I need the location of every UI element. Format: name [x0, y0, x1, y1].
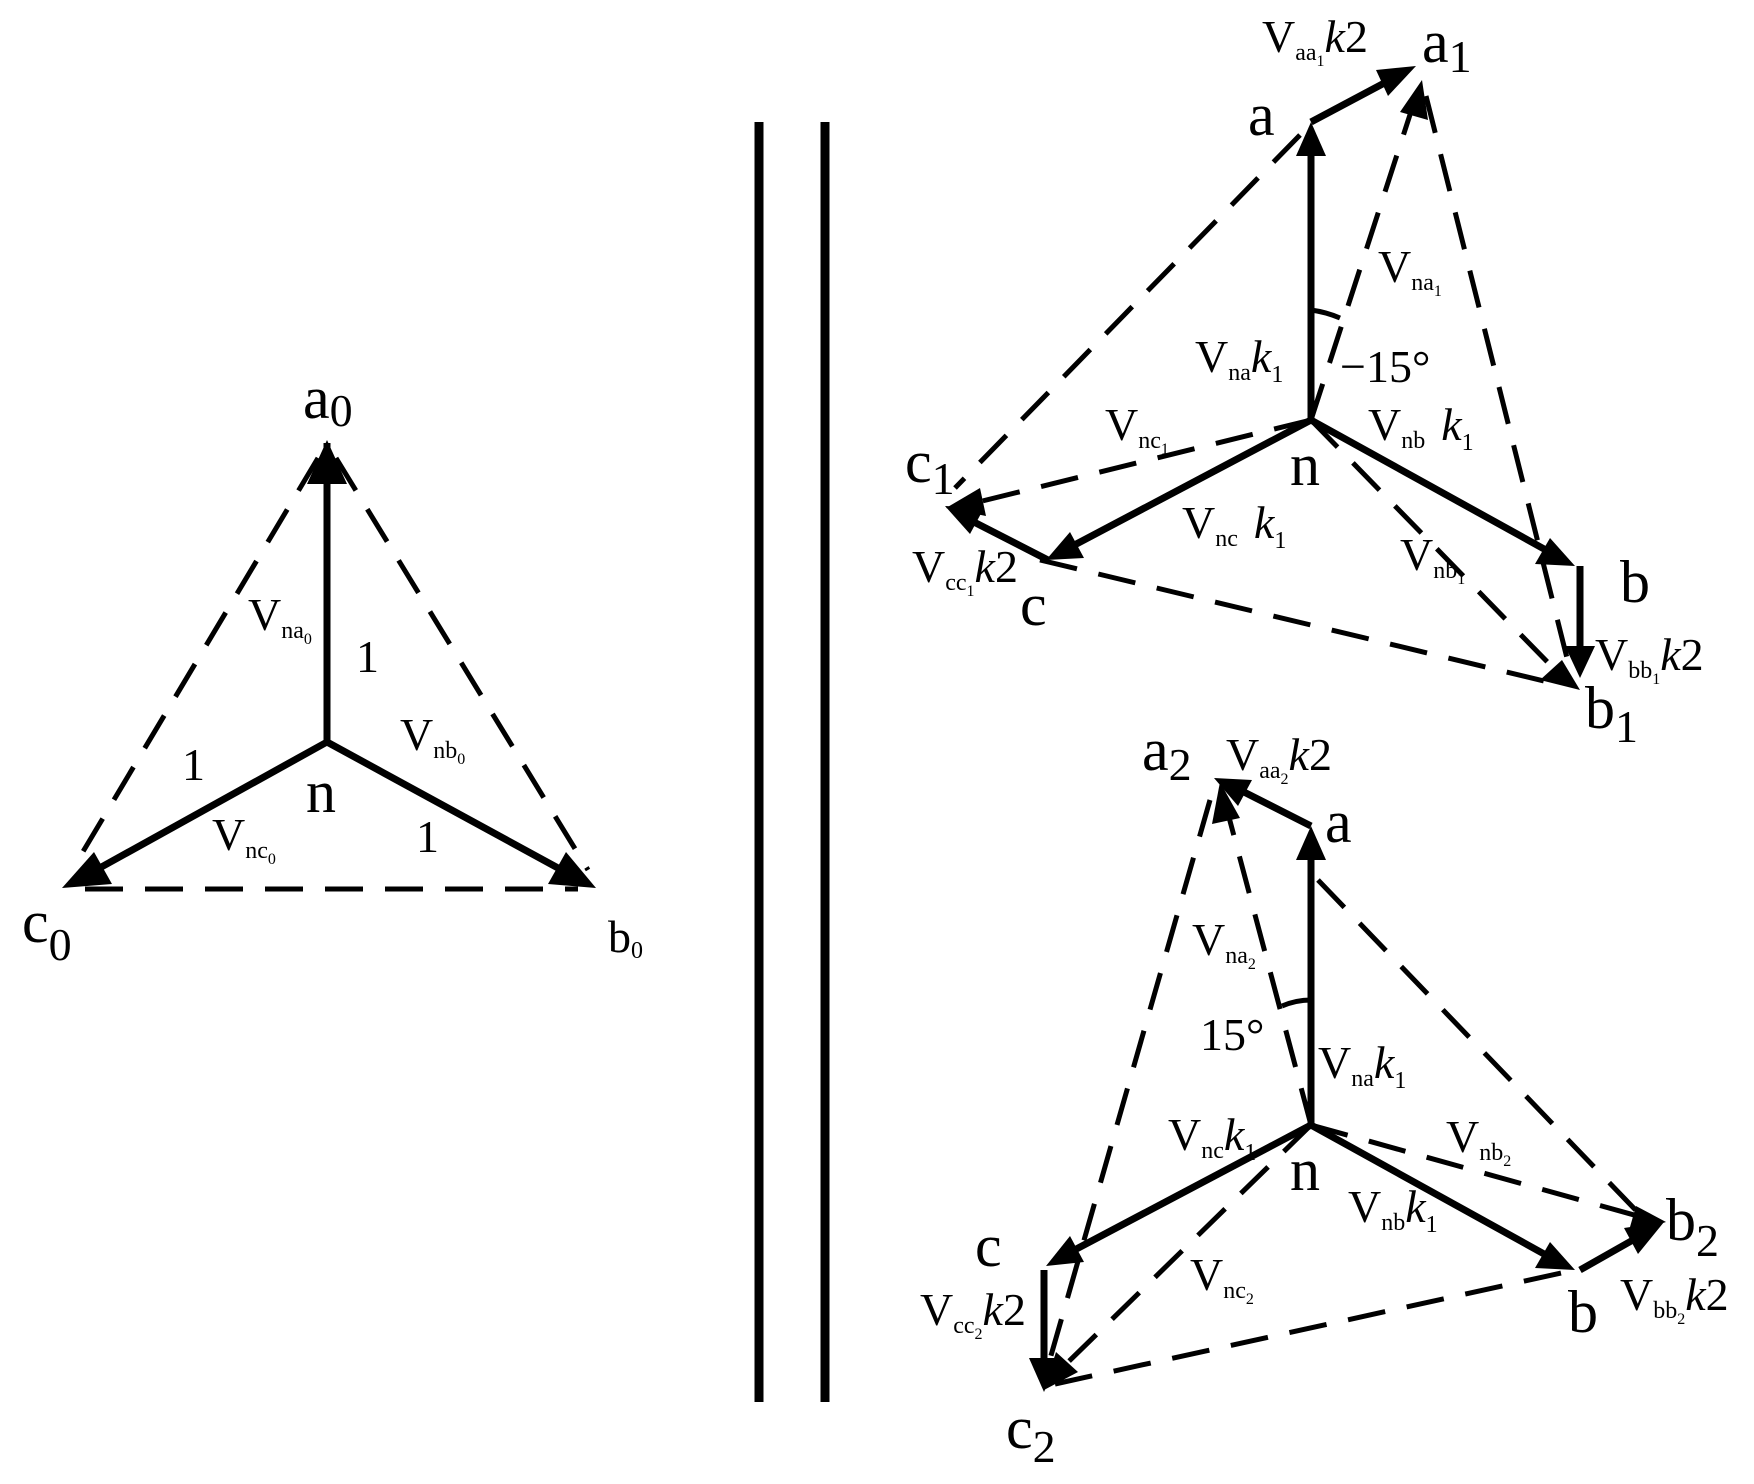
- label-vbb2-k2: Vbb2k2: [1620, 1269, 1729, 1328]
- label-vnc1: Vnc1: [1105, 399, 1169, 458]
- dashed-c2-b: [1054, 1267, 1576, 1387]
- dashed-nc2: [1058, 1123, 1313, 1372]
- label-vnb-k1-bottom: Vnbk1: [1348, 1181, 1438, 1238]
- label-b-top: b: [1620, 549, 1650, 615]
- label-vna-k1-top: Vnak1: [1195, 331, 1283, 388]
- arrowhead-aa2: [1214, 778, 1252, 806]
- dashed-a-b2: [1316, 878, 1652, 1227]
- label-vnb1: Vnb1: [1400, 529, 1465, 588]
- label-b1: b1: [1585, 675, 1638, 752]
- vector-bb2-k2: [1578, 1232, 1642, 1274]
- arrowhead-b-top: [1535, 538, 1575, 566]
- label-vnc-k1-bottom: Vnck1: [1168, 1109, 1256, 1166]
- label-c1: c1: [905, 429, 955, 504]
- arrowhead-b1: [1540, 660, 1580, 690]
- label-b-bottom: b: [1568, 1279, 1598, 1345]
- dashed-a0-c0: [69, 456, 321, 872]
- arrowhead-c-top: [1046, 532, 1084, 560]
- panel-reference: a0 b0 c0 n Vna0 Vnb0 Vnc0 1 1 1: [22, 365, 643, 970]
- label-vnb0: Vnb0: [400, 709, 465, 768]
- arrowhead-c1: [946, 488, 986, 516]
- angle-arc-plus15: [1281, 997, 1312, 1009]
- arrowhead-a0: [307, 440, 347, 484]
- label-vnc2: Vnc2: [1190, 1249, 1254, 1308]
- label-c0: c0: [22, 889, 72, 970]
- arrowhead-a-top: [1296, 122, 1326, 156]
- arrowhead-b-bottom: [1535, 1242, 1575, 1270]
- arrowhead-c2: [1044, 1352, 1078, 1390]
- dashed-a0-b0: [333, 456, 591, 872]
- angle-arc-minus15: [1310, 307, 1341, 321]
- dashed-c1-b1: [1039, 557, 1566, 689]
- label-vaa2-k2: Vaa2k2: [1226, 729, 1332, 788]
- label-c-top: c: [1020, 572, 1047, 638]
- label-n-top: n: [1290, 432, 1320, 498]
- vector-aa2-k2: [1238, 786, 1313, 830]
- arrowhead-b2: [1628, 1206, 1666, 1234]
- label-b2: b2: [1666, 1187, 1719, 1266]
- label-magnitude-a: 1: [356, 631, 379, 682]
- label-vnb2: Vnb2: [1446, 1111, 1511, 1170]
- vector-nb-k1-bottom: [1309, 1121, 1557, 1264]
- label-magnitude-b: 1: [416, 811, 439, 862]
- label-c-bottom: c: [975, 1213, 1002, 1279]
- arrowhead-a-bottom: [1296, 826, 1326, 860]
- label-n0: n: [306, 759, 336, 825]
- arrowhead-c-bottom: [1046, 1236, 1084, 1266]
- arrowhead-a2: [1212, 782, 1240, 824]
- label-c2: c2: [1006, 1395, 1056, 1472]
- label-magnitude-c: 1: [182, 739, 205, 790]
- label-a0: a0: [303, 365, 353, 436]
- dashed-a1-b1: [1423, 95, 1573, 671]
- label-vna2: Vna2: [1192, 914, 1256, 973]
- dashed-na2: [1223, 805, 1314, 1126]
- arrowhead-c0: [62, 852, 112, 888]
- vector-nc0: [76, 738, 329, 884]
- label-n-bottom: n: [1290, 1137, 1320, 1203]
- label-vna0: Vna0: [248, 589, 312, 648]
- label-angle-minus15: −15°: [1340, 341, 1430, 392]
- panel-plus15: a a2 b b2 c c2 n 15° Vaa2k2 Vbb2k2 Vcc2k…: [920, 717, 1729, 1472]
- arrowhead-a1: [1400, 80, 1428, 120]
- arrowhead-aa1: [1376, 66, 1416, 96]
- label-vaa1-k2: Vaa1k2: [1262, 11, 1368, 70]
- vector-cc1-k2: [968, 516, 1050, 564]
- vector-nb-k1-top: [1309, 416, 1557, 559]
- label-vcc1-k2: Vcc1k2: [912, 541, 1018, 600]
- label-vbb1-k2: Vbb1k2: [1595, 629, 1704, 688]
- label-a-bottom: a: [1325, 789, 1352, 855]
- label-vcc2-k2: Vcc2k2: [920, 1284, 1026, 1343]
- vector-nc-k1-top: [1063, 416, 1313, 554]
- dashed-nb1: [1309, 418, 1567, 682]
- label-a2: a2: [1142, 717, 1192, 790]
- label-vnc0: Vnc0: [212, 809, 276, 868]
- label-a1: a1: [1422, 9, 1472, 82]
- arrowhead-bb1: [1565, 646, 1595, 678]
- label-vna-k1-bottom: Vnak1: [1318, 1037, 1406, 1094]
- dashed-a2-c2: [1041, 799, 1213, 1381]
- label-vna1: Vna1: [1378, 241, 1442, 300]
- label-angle-plus15: 15°: [1200, 1009, 1264, 1060]
- label-b0: b0: [608, 911, 643, 964]
- dashed-a1-c1: [953, 133, 1302, 490]
- arrowhead-b0: [548, 852, 596, 888]
- label-a-top: a: [1248, 82, 1275, 148]
- vector-nc-k1-bottom: [1063, 1121, 1313, 1259]
- vector-aa1-k2: [1309, 76, 1392, 126]
- panel-minus15: a a1 b b1 c c1 n −15° Vaa1k2 Vbb1k2 Vcc1…: [905, 9, 1704, 752]
- vector-nb0: [325, 738, 582, 884]
